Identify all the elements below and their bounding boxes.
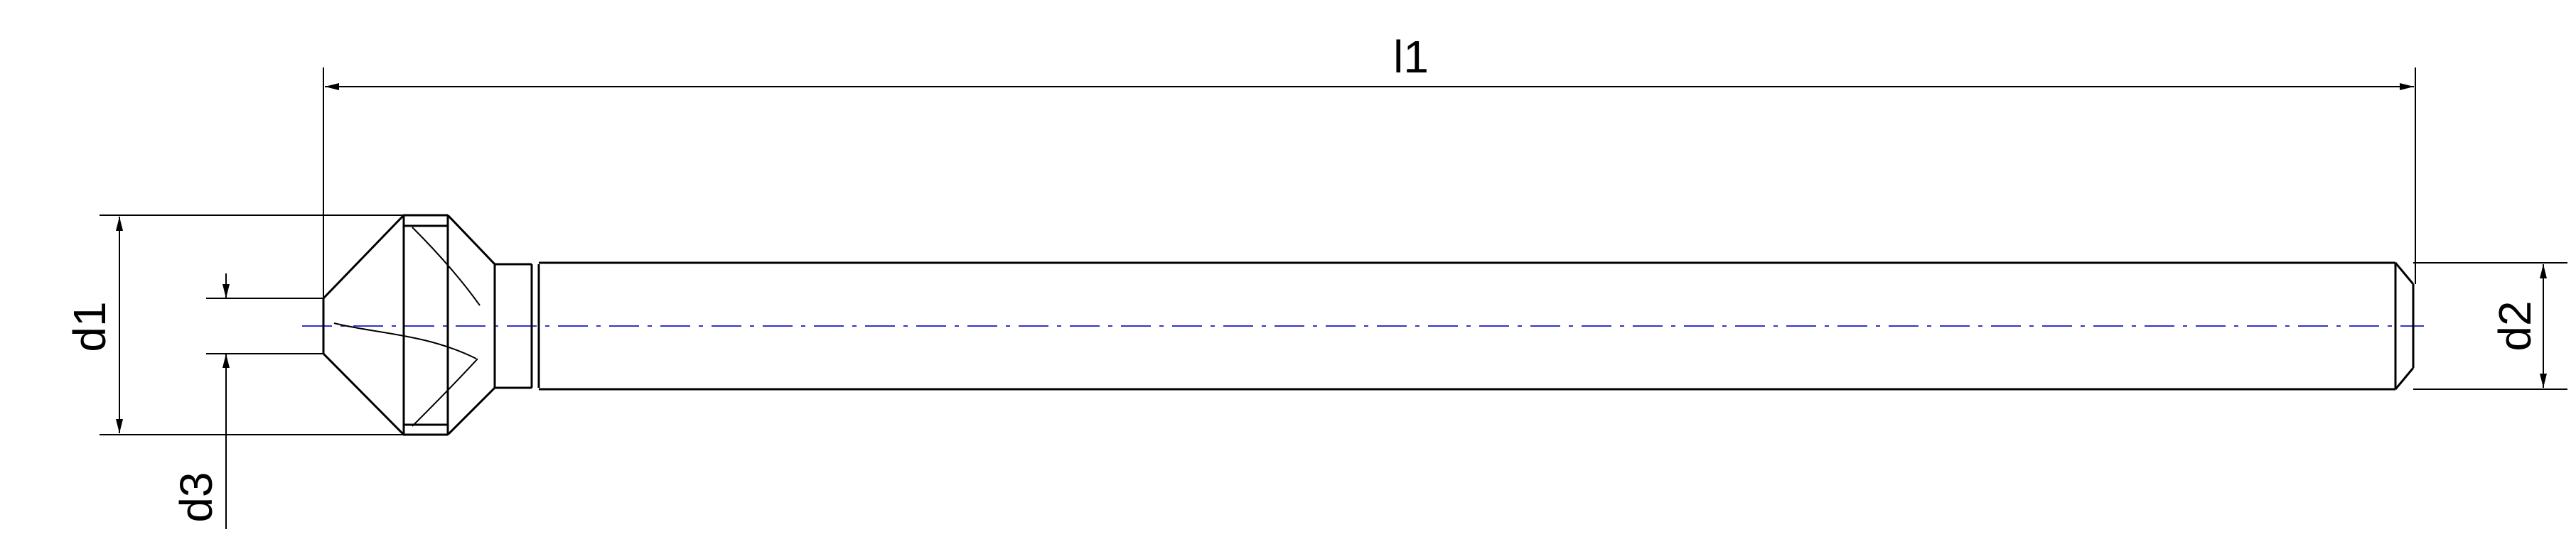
dimension-label-d1: d1 xyxy=(64,301,115,352)
dimension-d2 xyxy=(2413,262,2567,390)
shank xyxy=(539,261,2415,391)
dimension-label-l1: l1 xyxy=(1393,31,1429,82)
dimension-label-d2: d2 xyxy=(2489,300,2540,351)
dimension-label-d3: d3 xyxy=(171,472,222,522)
dimension-l1 xyxy=(323,67,2416,298)
dimension-d1 xyxy=(100,214,404,435)
dimension-d3 xyxy=(206,273,323,529)
countersink-head xyxy=(322,214,496,436)
neck xyxy=(495,263,540,389)
